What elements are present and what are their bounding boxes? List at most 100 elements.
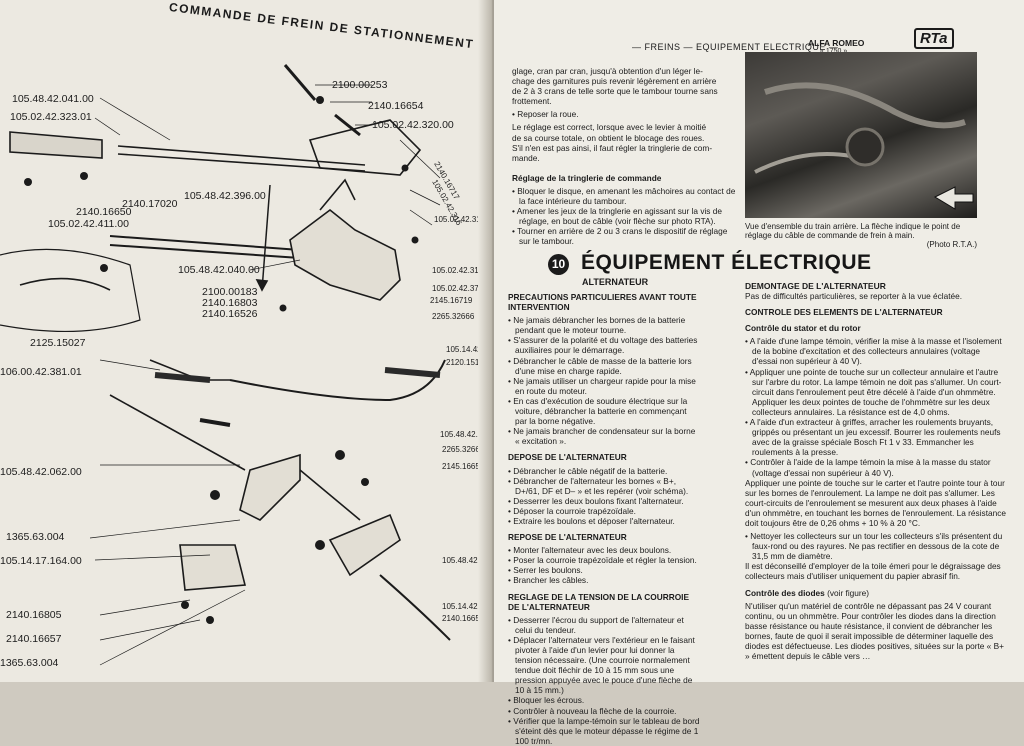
list-item: Contrôler à nouveau la flèche de la cour… (508, 706, 700, 716)
part-label: 2100.00183 (202, 286, 258, 298)
list-item: Ne jamais utiliser un chargeur rapide po… (508, 376, 700, 396)
part-label: 2140.16650 (76, 206, 132, 218)
list-item: Débrancher de l'alternateur les bornes «… (508, 476, 700, 496)
text-line: frottement. (512, 96, 552, 107)
list-item: Monter l'alternateur avec les deux boulo… (508, 545, 700, 555)
part-label: 105.48.42.062.00 (0, 466, 82, 478)
section-heading: Réglage de la tringlerie de commande (512, 172, 662, 183)
diodes-heading: Contrôle des diodes (745, 587, 825, 598)
list-item: A l'aide d'un extracteur à griffes, arra… (745, 417, 1007, 457)
section-title: ÉQUIPEMENT ÉLECTRIQUE (581, 251, 872, 274)
text-line: • Reposer la roue. (512, 109, 579, 120)
text-line: de 2 à 3 crans de telle sorte que le tam… (512, 86, 718, 97)
text-paragraph: Appliquer une pointe de touche sur le ca… (745, 477, 1006, 528)
list-item: Bloquer les écrous. (508, 695, 700, 705)
section-heading: REGLAGE DE LA TENSION DE LA COURROIE DE … (508, 591, 690, 612)
rear-axle-photo (745, 52, 977, 218)
section-heading: CONTROLE DES ELEMENTS DE L'ALTERNATEUR (745, 307, 943, 318)
part-label: 2100.00253 (332, 79, 388, 91)
list-item: En cas d'exécution de soudure électrique… (508, 396, 700, 426)
text-column-top: glage, cran par cran, jusqu'à obtention … (512, 66, 737, 247)
model-name: « 1750 » (820, 48, 847, 55)
subsection-title: ALTERNATEUR (582, 277, 649, 287)
part-label: 105.48.42.396.00 (184, 190, 266, 202)
list-item: Serrer les boulons. (508, 565, 700, 575)
list-item: Débrancher le câble de masse de la batte… (508, 356, 700, 376)
text-paragraph: N'utiliser qu'un matériel de contrôle ne… (745, 600, 1004, 662)
part-label: 105.14.17.164.00 (0, 555, 82, 567)
section-heading: REPOSE DE L'ALTERNATEUR (508, 532, 627, 543)
list-item: Ne jamais débrancher les bornes de la ba… (508, 315, 700, 335)
diodes-heading-note: (voir figure) (827, 587, 870, 598)
part-label: 2145.16719 (430, 296, 473, 305)
rta-logo: RTa (914, 28, 954, 49)
text-line: mande. (512, 152, 540, 163)
part-label: 105.02.42.411.00 (48, 218, 129, 230)
part-label: 2120.15104 (446, 358, 489, 367)
list-item: Débrancher le câble négatif de la batter… (508, 466, 700, 476)
list-item: A l'aide d'une lampe témoin, vérifier la… (745, 336, 1007, 366)
subsection-title: DEMONTAGE DE L'ALTERNATEUR (745, 281, 886, 291)
part-label: 1365.63.004 (0, 657, 59, 669)
part-label: 105.02.42.318.00 (432, 266, 490, 275)
part-label: 2140.16803 (202, 297, 258, 309)
list-item: Déplacer l'alternateur vers l'extérieur … (508, 635, 700, 696)
part-label: 105.02.42.370.00 (432, 284, 490, 293)
list-item: Desserrer les deux boulons fixant l'alte… (508, 496, 700, 506)
part-label: 105.48.42.035.00 (442, 556, 490, 565)
part-label: 105.02.42.323.01 (10, 111, 92, 123)
part-label: 105.14.42.036.01 (446, 345, 490, 354)
text-paragraph: Il est déconseillé d'employer de la toil… (745, 561, 1001, 582)
upper-rod (117, 145, 366, 166)
part-label: 105.48.42.033.01 (440, 430, 490, 439)
part-label: 2140.16805 (6, 609, 62, 621)
part-label: 106.00.42.381.01 (0, 366, 82, 378)
list-item: Vérifier que la lampe-témoin sur le tabl… (508, 716, 700, 746)
list-item: Bloquer le disque, en amenant les mâchoi… (512, 186, 737, 206)
part-label: 2145.16654 (442, 462, 485, 471)
list-item: Déposer la courroie trapézoïdale. (508, 506, 700, 516)
part-label: 2140.17020 (122, 198, 178, 210)
brake-exploded-diagram (0, 64, 451, 666)
list-item: Tourner en arrière de 2 ou 3 crans le di… (512, 226, 737, 246)
part-label: 2125.15027 (30, 337, 86, 349)
list-item: Nettoyer les collecteurs sur un tour les… (745, 531, 1007, 561)
text-line: glage, cran par cran, jusqu'à obtention … (512, 66, 703, 76)
list-item: Extraire les boulons et déposer l'altern… (508, 516, 700, 526)
running-header: — FREINS — EQUIPEMENT ELECTRIQUE — ALFA … (520, 28, 1020, 55)
caption-credit: (Photo R.T.A.) (926, 240, 977, 249)
part-label: 2140.16526 (202, 308, 258, 320)
brand-name: ALFA ROMEO (808, 38, 865, 48)
handbrake-grip (9, 131, 103, 159)
part-label: 105.48.42.040.00 (178, 264, 260, 276)
part-label: 2265.32666 (432, 312, 475, 321)
list-item: S'assurer de la polarité et du voltage d… (508, 335, 700, 355)
caption-text: Vue d'ensemble du train arrière. La flèc… (745, 222, 961, 240)
list-item: Contrôler à l'aide de la lampe témoin la… (745, 457, 1007, 477)
section-heading: Contrôle des diodes (voir figure) (745, 588, 1007, 598)
list-item: Poser la courroie trapézoïdale et régler… (508, 555, 700, 565)
part-label: 2265.32667 (442, 445, 485, 454)
photo-arrow-icon (754, 82, 974, 210)
list-item: Appliquer une pointe de touche sur un co… (745, 367, 1007, 417)
photo-caption: Vue d'ensemble du train arrière. La flèc… (745, 222, 977, 249)
list-item: Brancher les câbles. (508, 575, 700, 585)
part-label: 2140.16657 (6, 633, 62, 645)
text-column-left: PRECAUTIONS PARTICULIERES AVANT TOUTE IN… (508, 292, 700, 746)
subsection-heading: Contrôle du stator et du rotor (745, 323, 861, 334)
text-line: S'il n'en est pas ainsi, il faut régler … (512, 142, 713, 153)
part-label: 2140.16657 (442, 614, 485, 623)
text-paragraph: Pas de difficultés particulières, se rep… (745, 291, 963, 301)
text-line: Le réglage est correct, lorsque avec le … (512, 122, 707, 133)
section-heading: DEPOSE DE L'ALTERNATEUR (508, 452, 627, 463)
part-label: 105.48.42.041.00 (12, 93, 94, 105)
list-item: Desserrer l'écrou du support de l'altern… (508, 615, 700, 635)
section-heading: PRECAUTIONS PARTICULIERES AVANT TOUTE IN… (508, 292, 697, 313)
left-page: COMMANDE DE FREIN DE STATIONNEMENT (0, 0, 490, 682)
text-column-right: Pas de difficultés particulières, se rep… (745, 291, 1007, 664)
list-item: Amener les jeux de la tringlerie en agis… (512, 206, 737, 226)
text-line: chage des garnitures puis revenir légère… (512, 76, 717, 87)
part-label: 2140.16654 (368, 100, 424, 112)
part-label: 105.02.42.320.00 (372, 119, 454, 131)
running-title: — FREINS — EQUIPEMENT ELECTRIQUE — (632, 42, 839, 52)
